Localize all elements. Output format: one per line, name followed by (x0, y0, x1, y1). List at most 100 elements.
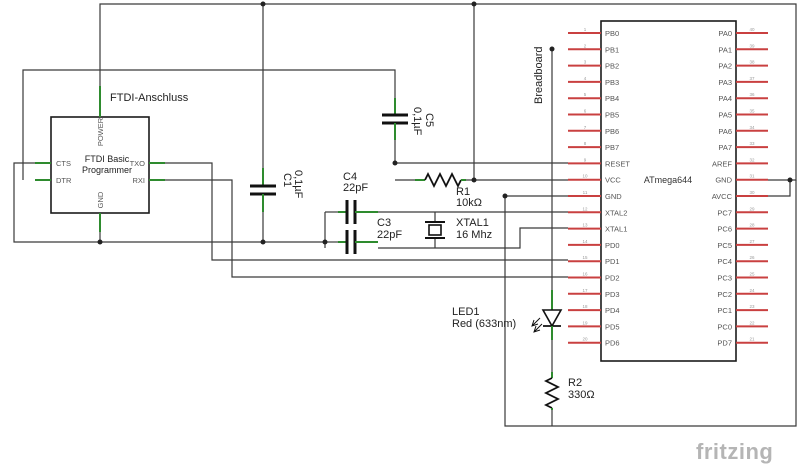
mcu-pin-num-23: 23 (749, 304, 755, 309)
mcu-name: ATmega644 (644, 175, 692, 185)
mcu-pin-label-r-pc5: PC5 (717, 241, 732, 250)
mcu-pin-label-r-pa7: PA7 (718, 143, 732, 152)
mcu-pin-label-r-pa2: PA2 (718, 62, 732, 71)
mcu-pin-num-36: 36 (749, 92, 755, 97)
c4-ref: C4 (343, 171, 357, 183)
mcu-pin-label-xtal1: XTAL1 (605, 225, 627, 234)
capacitor-c5: C5 0,1µF (382, 98, 435, 140)
mcu-pin-num-1: 1 (584, 27, 587, 32)
mcu-pin-num-38: 38 (749, 60, 755, 65)
ftdi-pin-gnd: GND (96, 191, 105, 208)
mcu-pin-label-r-pa1: PA1 (718, 45, 732, 54)
mcu-pin-label-vcc: VCC (605, 176, 621, 185)
resistor-r1: R1 10kΩ (415, 171, 482, 209)
mcu-pin-label-pd1: PD1 (605, 257, 620, 266)
mcu-pin-label-pb4: PB4 (605, 94, 619, 103)
mcu-pin-label-pd0: PD0 (605, 241, 620, 250)
mcu-pin-num-7: 7 (584, 125, 587, 130)
mcu-pin-num-11: 11 (583, 190, 588, 195)
mcu-pin-label-r-aref: AREF (712, 159, 732, 168)
mcu-pin-num-15: 15 (582, 255, 588, 260)
mcu-pin-label-r-pa3: PA3 (718, 78, 732, 87)
mcu-pin-num-22: 22 (749, 320, 755, 325)
mcu-pin-num-35: 35 (749, 109, 755, 114)
mcu-pin-label-r-pa0: PA0 (718, 29, 732, 38)
ftdi-label-line1: FTDI Basic (85, 154, 130, 164)
ftdi-programmer: FTDI-Anschluss FTDI Basic Programmer CTS… (35, 86, 189, 232)
mcu-pin-num-29: 29 (749, 206, 755, 211)
resistor-r2: R2 330Ω (543, 372, 595, 410)
mcu-pin-num-18: 18 (582, 304, 588, 309)
mcu-pin-num-14: 14 (582, 239, 588, 244)
capacitor-c1: C1 0,1µF (250, 168, 304, 212)
r1-value: 10kΩ (456, 197, 482, 209)
mcu-pin-label-pd5: PD5 (605, 322, 620, 331)
mcu-pin-num-33: 33 (749, 141, 755, 146)
mcu-pin-num-40: 40 (749, 27, 755, 32)
mcu-pin-label-r-pa5: PA5 (718, 111, 732, 120)
ftdi-pin-txo: TXO (130, 159, 146, 168)
mcu-pin-label-pd2: PD2 (605, 274, 620, 283)
c4-value: 22pF (343, 182, 368, 194)
mcu-pin-label-pd4: PD4 (605, 306, 620, 315)
mcu-pin-num-28: 28 (749, 223, 755, 228)
mcu-pin-label-pb0: PB0 (605, 29, 619, 38)
mcu-pin-num-39: 39 (749, 43, 755, 48)
ftdi-pin-rxi: RXI (132, 176, 145, 185)
mcu-pin-num-31: 31 (749, 174, 755, 179)
mcu-pin-label-gnd: GND (605, 192, 622, 201)
mcu-pin-label-r-avcc: AVCC (712, 192, 733, 201)
mcu-pin-num-8: 8 (584, 141, 587, 146)
mcu-pin-label-pb1: PB1 (605, 45, 619, 54)
ftdi-pin-cts: CTS (56, 159, 71, 168)
mcu-pin-num-25: 25 (749, 272, 755, 277)
mcu-pin-num-34: 34 (749, 125, 755, 130)
mcu-pin-num-17: 17 (582, 288, 588, 293)
mcu-pin-label-pb3: PB3 (605, 78, 619, 87)
ftdi-label-line2: Programmer (82, 165, 132, 175)
mcu-pin-label-r-pd7: PD7 (717, 339, 732, 348)
mcu-pin-label-r-gnd: GND (715, 176, 732, 185)
c3-value: 22pF (377, 229, 402, 241)
mcu-pin-num-12: 12 (582, 206, 588, 211)
mcu-pin-num-27: 27 (749, 239, 755, 244)
mcu-pin-num-9: 9 (584, 157, 587, 162)
mcu-pin-num-21: 21 (749, 337, 755, 342)
mcu-pin-label-pd3: PD3 (605, 290, 620, 299)
mcu-pin-label-r-pc0: PC0 (717, 322, 732, 331)
mcu-pin-num-10: 10 (582, 174, 588, 179)
c3-ref: C3 (377, 217, 391, 229)
fritzing-logo: fritzing (696, 439, 773, 464)
mcu-pin-label-pb2: PB2 (605, 62, 619, 71)
mcu-pin-num-16: 16 (582, 272, 588, 277)
mcu-pin-label-reset: RESET (605, 159, 630, 168)
mcu-body (600, 20, 737, 362)
mcu-pin-label-pb7: PB7 (605, 143, 619, 152)
c1-ref: C1 (281, 173, 293, 187)
ftdi-pin-power: POWER (96, 117, 105, 146)
ftdi-title: FTDI-Anschluss (110, 92, 189, 104)
mcu-pin-num-30: 30 (749, 190, 755, 195)
mcu-pin-label-r-pc1: PC1 (717, 306, 732, 315)
capacitor-c3: C3 22pF (338, 217, 402, 254)
mcu-pin-num-6: 6 (584, 109, 587, 114)
r2-ref: R2 (568, 377, 582, 389)
c5-ref: C5 (423, 113, 435, 127)
mcu-pin-label-r-pa6: PA6 (718, 127, 732, 136)
junctions (97, 1, 793, 245)
capacitor-c4: C4 22pF (338, 171, 378, 224)
mcu-pin-num-20: 20 (582, 337, 588, 342)
mcu-pin-label-r-pc2: PC2 (717, 290, 732, 299)
mcu-pin-num-5: 5 (584, 92, 587, 97)
mcu-pin-label-r-pa4: PA4 (718, 94, 732, 103)
mcu-pin-label-pd6: PD6 (605, 339, 620, 348)
mcu-pin-num-3: 3 (584, 60, 587, 65)
xtal1-value: 16 Mhz (456, 229, 492, 241)
mcu-pin-label-r-pc4: PC4 (717, 257, 732, 266)
mcu-pin-num-32: 32 (749, 157, 755, 162)
breadboard-label: Breadboard (533, 47, 545, 105)
r2-value: 330Ω (568, 389, 595, 401)
